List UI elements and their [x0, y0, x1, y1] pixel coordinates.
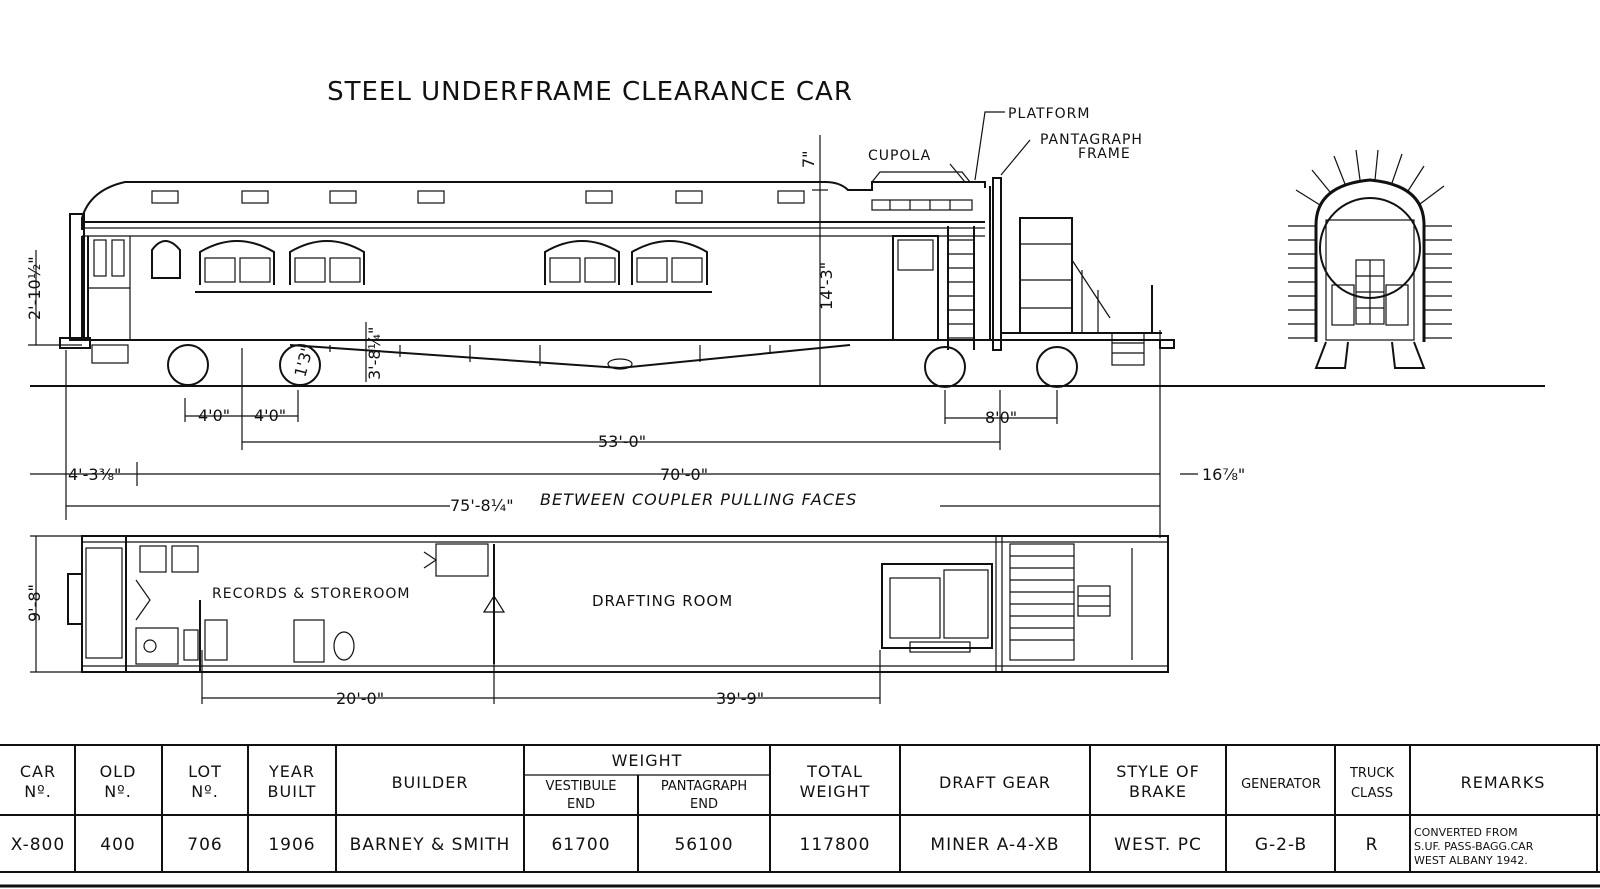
- cell-vestibule-end: 61700: [551, 835, 610, 855]
- dim-width: 9'-8": [25, 584, 44, 622]
- side-door: [892, 235, 939, 341]
- pantagraph-frame: [992, 177, 1002, 351]
- plan-view: 9'-8" RECORDS & STOREROOM DRAFTING ROOM: [25, 535, 1169, 708]
- platform-label: PLATFORM: [1008, 106, 1090, 122]
- records-room-label: RECORDS & STOREROOM: [212, 586, 410, 602]
- hdr-builder: BUILDER: [392, 773, 469, 792]
- drafting-room-label: DRAFTING ROOM: [592, 592, 733, 610]
- hdr-pantagraph-end-1: PANTAGRAPH: [661, 779, 747, 794]
- hdr-truck-class-2: CLASS: [1351, 786, 1393, 801]
- dim-truck-spacing-b: 4'0": [254, 406, 286, 425]
- hdr-generator: GENERATOR: [1241, 777, 1321, 792]
- underframe: [59, 337, 1175, 370]
- small-window: [151, 240, 181, 279]
- dim-right-overhang: 16⅞": [1202, 465, 1245, 484]
- cell-generator: G-2-B: [1255, 835, 1307, 855]
- cell-remarks-2: S.UF. PASS-BAGG.CAR: [1414, 840, 1534, 853]
- dim-end-height: 2'-10½": [25, 256, 44, 320]
- dim-coupler-note: BETWEEN COUPLER PULLING FACES: [540, 490, 857, 509]
- dim-drafting-length: 39'-9": [716, 689, 764, 708]
- dim-truck-spacing-a: 4'0": [198, 406, 230, 425]
- hdr-year-built-1: YEAR: [268, 762, 315, 781]
- hdr-vestibule-end-1: VESTIBULE: [545, 779, 616, 794]
- hdr-truck-class-1: TRUCK: [1349, 766, 1395, 781]
- dim-cupola-height: 7": [799, 150, 818, 168]
- dim-truck-wheel: 1'3": [291, 343, 318, 379]
- dim-records-length: 20'-0": [336, 689, 384, 708]
- cell-remarks-1: CONVERTED FROM: [1414, 826, 1518, 839]
- cell-truck-class: R: [1366, 835, 1379, 855]
- pantagraph-label-line2: FRAME: [1078, 146, 1131, 162]
- side-elevation: PLATFORM PANTAGRAPH FRAME CUPOLA 7" 14'-…: [25, 106, 1545, 538]
- hdr-car-no-1: CAR: [20, 762, 56, 781]
- hdr-style-of-brake-2: BRAKE: [1129, 782, 1187, 801]
- hdr-old-no-1: OLD: [100, 762, 137, 781]
- cell-car-no: X-800: [11, 835, 65, 855]
- cell-builder: BARNEY & SMITH: [350, 835, 511, 855]
- hdr-vestibule-end-2: END: [567, 797, 595, 812]
- hdr-total-weight-2: WEIGHT: [800, 782, 871, 801]
- end-view: [1288, 149, 1452, 369]
- tunnel-outline: [1314, 178, 1426, 342]
- cell-pantagraph-end: 56100: [674, 835, 733, 855]
- hdr-old-no-2: Nº.: [104, 782, 132, 801]
- cell-lot-no: 706: [187, 835, 222, 855]
- car-body: [81, 186, 991, 341]
- cell-year-built: 1906: [268, 835, 315, 855]
- dim-truck-centers: 53'-0": [598, 432, 646, 451]
- hdr-lot-no-2: Nº.: [191, 782, 219, 801]
- hdr-draft-gear: DRAFT GEAR: [939, 773, 1051, 792]
- pantagraph-label-line1: PANTAGRAPH: [1040, 132, 1143, 148]
- hdr-weight: WEIGHT: [612, 751, 683, 770]
- hdr-style-of-brake-1: STYLE OF: [1116, 762, 1200, 781]
- dim-coupler-length: 75'-8¼": [450, 496, 514, 515]
- drawing-title: STEEL UNDERFRAME CLEARANCE CAR: [327, 77, 853, 107]
- clerestory-windows: [151, 190, 805, 204]
- dim-left-overhang: 4'-3⅜": [68, 465, 121, 484]
- dim-underframe-drop: 3'-8¼": [365, 327, 384, 380]
- side-windows: [195, 240, 712, 293]
- hdr-year-built-2: BUILT: [268, 782, 317, 801]
- vestibule-end: [69, 213, 85, 341]
- hdr-pantagraph-end-2: END: [690, 797, 718, 812]
- cell-remarks-3: WEST ALBANY 1942.: [1414, 854, 1528, 867]
- dim-body-length: 70'-0": [660, 465, 708, 484]
- cell-style-of-brake: WEST. PC: [1114, 835, 1202, 855]
- car-data-table: CAR Nº. OLD Nº. LOT Nº. YEAR BUILT BUILD…: [0, 744, 1600, 888]
- cupola: [871, 171, 973, 211]
- dim-body-height: 14'-3": [817, 262, 836, 310]
- cell-draft-gear: MINER A-4-XB: [930, 835, 1059, 855]
- hdr-car-no-2: Nº.: [24, 782, 52, 801]
- ladder: [947, 226, 975, 350]
- hdr-remarks: REMARKS: [1461, 773, 1546, 792]
- hdr-total-weight-1: TOTAL: [806, 762, 863, 781]
- open-platform: [1001, 217, 1162, 366]
- wheels: [167, 344, 1078, 388]
- cupola-label: CUPOLA: [868, 148, 931, 164]
- cell-total-weight: 117800: [800, 835, 871, 855]
- dim-pantagraph-truck: 8'0": [985, 408, 1017, 427]
- cell-old-no: 400: [100, 835, 135, 855]
- hdr-lot-no-1: LOT: [188, 762, 222, 781]
